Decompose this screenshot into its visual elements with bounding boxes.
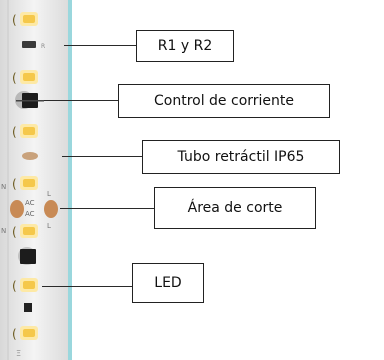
- copper-pad: [44, 200, 58, 218]
- strip-marking: L: [47, 222, 51, 230]
- connector-line: [64, 45, 136, 46]
- led-ic: [20, 249, 36, 264]
- svg-text:(: (: [12, 225, 17, 239]
- svg-text:(: (: [12, 125, 17, 139]
- callout-r1-r2: R1 y R2: [136, 30, 234, 62]
- resistor: [22, 41, 36, 48]
- led-strip-image: ( ( ( ( ( ( ( R L N AC AC L N Ξ: [0, 0, 72, 360]
- connector-line: [60, 208, 154, 209]
- strip-marking: N: [1, 183, 6, 191]
- callout-led: LED: [132, 263, 204, 303]
- copper-pad: [10, 200, 24, 218]
- callout-current-control: Control de corriente: [118, 84, 330, 118]
- svg-text:(: (: [12, 177, 17, 191]
- small-component: [24, 303, 32, 312]
- strip-marking: N: [1, 227, 6, 235]
- svg-text:Ξ: Ξ: [16, 349, 21, 358]
- strip-marking: R: [41, 43, 45, 50]
- callout-heat-shrink: Tubo retráctil IP65: [142, 140, 340, 174]
- svg-text:(: (: [12, 279, 17, 293]
- strip-marking: AC: [25, 199, 35, 207]
- led-chip: (: [12, 176, 38, 191]
- led-chip: (: [12, 12, 38, 27]
- heat-shrink-component: [22, 152, 38, 160]
- strip-marking: L: [47, 190, 51, 198]
- svg-text:(: (: [12, 327, 17, 341]
- connector-line: [42, 286, 132, 287]
- led-chip: (: [12, 278, 38, 293]
- led-chip: (: [12, 326, 38, 341]
- strip-edge: [68, 0, 72, 360]
- led-chip: (: [12, 224, 38, 239]
- svg-text:(: (: [12, 71, 17, 85]
- led-chip: (: [12, 70, 38, 85]
- led-chip: (: [12, 124, 38, 139]
- strip-marking: AC: [25, 210, 35, 218]
- svg-text:(: (: [12, 13, 17, 27]
- connector-line: [44, 100, 118, 101]
- callout-cut-area: Área de corte: [154, 187, 316, 229]
- connector-line: [62, 156, 142, 157]
